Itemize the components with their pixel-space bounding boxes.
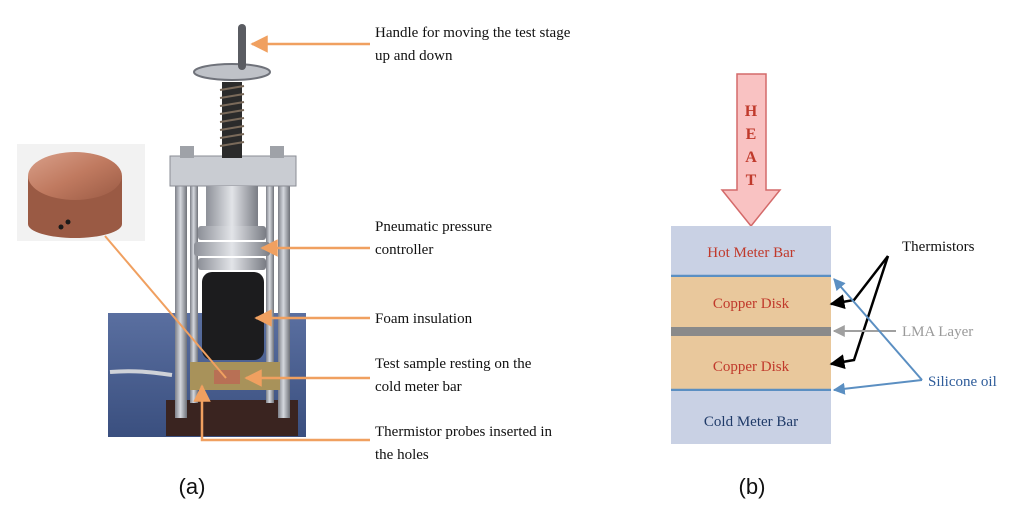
heat-letter-e: E: [746, 126, 757, 143]
probe-cable: [109, 369, 173, 377]
apparatus-photo: [108, 24, 306, 437]
lma-layer-label: LMA Layer: [902, 324, 973, 340]
copper-disk-top: [671, 277, 831, 327]
pressure-label-1: Pneumatic pressure: [375, 219, 492, 235]
upper-block: [206, 186, 258, 226]
copper-disk-bottom-label: Copper Disk: [713, 359, 790, 375]
pressure-ring-1: [198, 226, 266, 240]
top-crossbar: [169, 155, 297, 187]
disc-hole-1: [65, 219, 71, 225]
thermistor-arrow: [193, 384, 370, 442]
oil-arrows: [832, 278, 923, 395]
caption-a: (a): [179, 474, 206, 499]
thermistor-arrow-top: [829, 255, 889, 310]
inner-right-rod: [266, 178, 274, 403]
heat-letter-t: T: [746, 172, 757, 189]
base-plate: [166, 400, 298, 436]
cold-meter-bar-label: Cold Meter Bar: [704, 414, 798, 430]
heat-letter-a: A: [745, 149, 757, 166]
handle-label-2: up and down: [375, 48, 453, 64]
silicone-oil-label: Silicone oil: [928, 374, 997, 390]
copper-disc-inset: [17, 144, 145, 241]
thermistors-label: Thermistors: [902, 239, 975, 255]
pressure-ring-2: [194, 242, 270, 256]
cold-meter-bar: [671, 391, 831, 444]
caption-b: (b): [739, 474, 766, 499]
inner-left-rod: [190, 178, 198, 403]
thermistor-arrow-bottom: [829, 255, 890, 370]
annotation-labels: Thermistors LMA Layer Silicone oil: [902, 239, 997, 390]
disc-bottom-edge: [28, 210, 122, 238]
pressure-label-2: controller: [375, 242, 433, 258]
handwheel: [193, 63, 271, 81]
top-nut-right: [270, 146, 284, 158]
heat-letter-h: H: [745, 103, 758, 120]
foam-block: [202, 272, 264, 360]
left-rod: [175, 178, 187, 418]
disc-hole-2: [58, 224, 64, 230]
screw-thread: [219, 85, 245, 147]
thermistor-label-1: Thermistor probes inserted in: [375, 424, 553, 440]
copper-disk-bottom: [671, 336, 831, 389]
handle-label-1: Handle for moving the test stage: [375, 25, 571, 41]
handle-knob: [238, 24, 246, 70]
oil-arrow-bottom: [832, 379, 923, 395]
thermistor-label-2: the holes: [375, 447, 429, 463]
sample-label-1: Test sample resting on the: [375, 356, 532, 372]
layer-stack: [671, 226, 831, 444]
pressure-ring-3: [198, 258, 266, 270]
hot-meter-bar: [671, 226, 831, 276]
disc-top-face: [28, 152, 122, 200]
callout-arrows: [193, 35, 370, 442]
inset-connector-line: [104, 235, 227, 379]
right-rod: [278, 178, 290, 418]
copper-disk-top-label: Copper Disk: [713, 296, 790, 312]
sample-label-2: cold meter bar: [375, 379, 462, 395]
oil-arrow-top: [833, 278, 923, 381]
heat-arrow-shape: [720, 73, 782, 228]
hot-meter-bar-label: Hot Meter Bar: [707, 245, 794, 261]
lma-layer: [671, 327, 831, 336]
foam-label: Foam insulation: [375, 311, 473, 327]
callout-texts: Handle for moving the test stage up and …: [375, 25, 571, 463]
thermistor-arrow-helper: [831, 256, 888, 366]
thermistor-arrows: [829, 255, 890, 370]
top-nut-left: [180, 146, 194, 158]
heat-arrow: H E A T: [720, 73, 782, 228]
layer-labels: Hot Meter Bar Copper Disk Copper Disk Co…: [704, 245, 798, 430]
sample-disk: [214, 370, 240, 384]
